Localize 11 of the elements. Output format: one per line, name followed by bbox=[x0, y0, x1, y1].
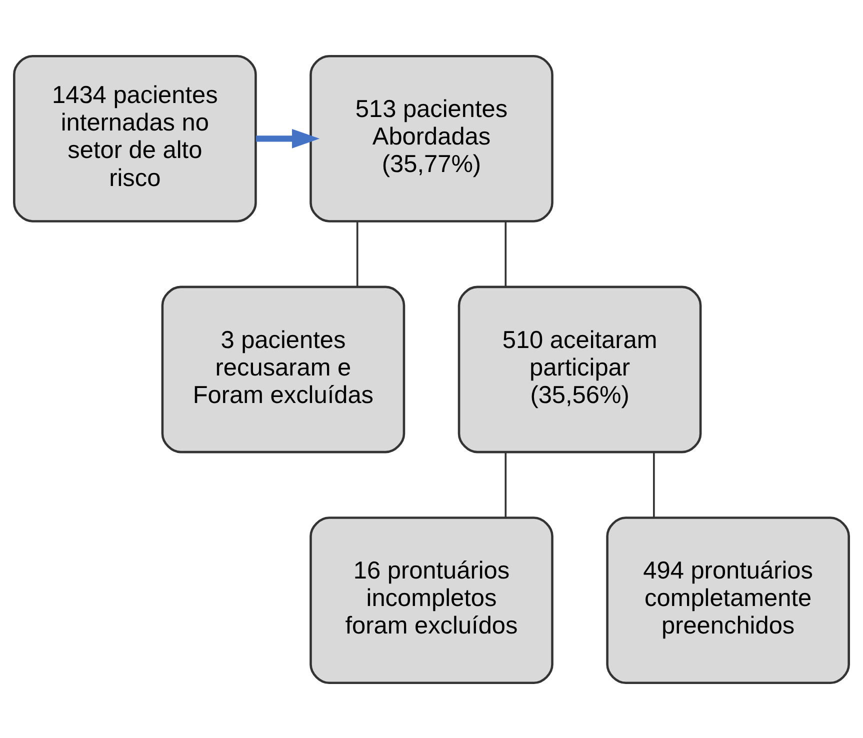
node-box: 1434 pacientes internadas no setor de alto risco bbox=[13, 54, 257, 222]
connector bbox=[356, 220, 358, 286]
connector bbox=[504, 220, 507, 286]
node-box: 510 aceitaram participar (35,56%) bbox=[458, 285, 702, 453]
node-box: 494 prontuários completamente preenchidos bbox=[606, 516, 850, 684]
node-box: 16 prontuários incompletos foram excluídos bbox=[310, 516, 554, 684]
connector bbox=[504, 452, 507, 517]
arrow bbox=[256, 128, 320, 148]
node-box: 3 pacientes recusaram e Foram excluídas bbox=[161, 285, 406, 453]
node-box: 513 pacientes Abordadas (35,77%) bbox=[310, 54, 554, 222]
connector bbox=[653, 452, 655, 517]
